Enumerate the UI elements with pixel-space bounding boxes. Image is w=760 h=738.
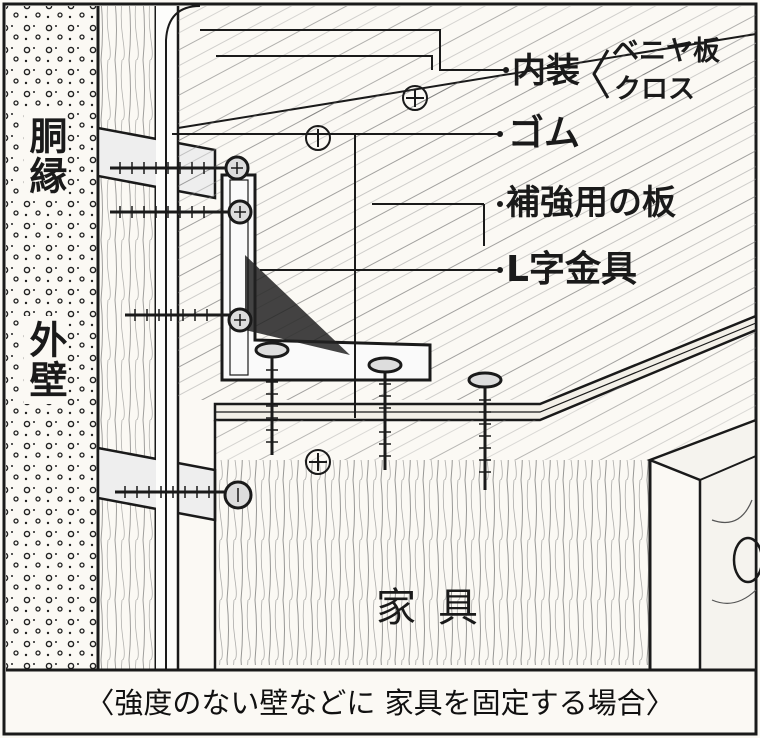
l-bracket-shape <box>220 173 432 382</box>
furring-strip <box>98 6 156 670</box>
leader-interior <box>200 29 506 71</box>
furniture-body <box>215 460 650 665</box>
label-reinforcing-board: 補強用の板 <box>506 183 676 223</box>
label-veneer: ベニヤ板 <box>612 36 720 67</box>
label-furring-strip: 胴縁 <box>23 112 67 200</box>
caption-bar: 〈強度のない壁などに 家具を固定する場合〉 <box>10 672 750 730</box>
label-cloth: クロス <box>614 74 695 105</box>
label-interior: 内装 <box>512 51 580 91</box>
reinforcing-board-shape <box>178 34 756 400</box>
caption: 〈強度のない壁などに 家具を固定する場合〉 <box>85 686 675 720</box>
label-exterior-wall: 外壁 <box>23 316 67 404</box>
label-rubber: ゴム <box>508 113 581 154</box>
label-furniture: 家具 <box>376 585 500 631</box>
label-l-bracket: L字金具 <box>506 249 637 290</box>
